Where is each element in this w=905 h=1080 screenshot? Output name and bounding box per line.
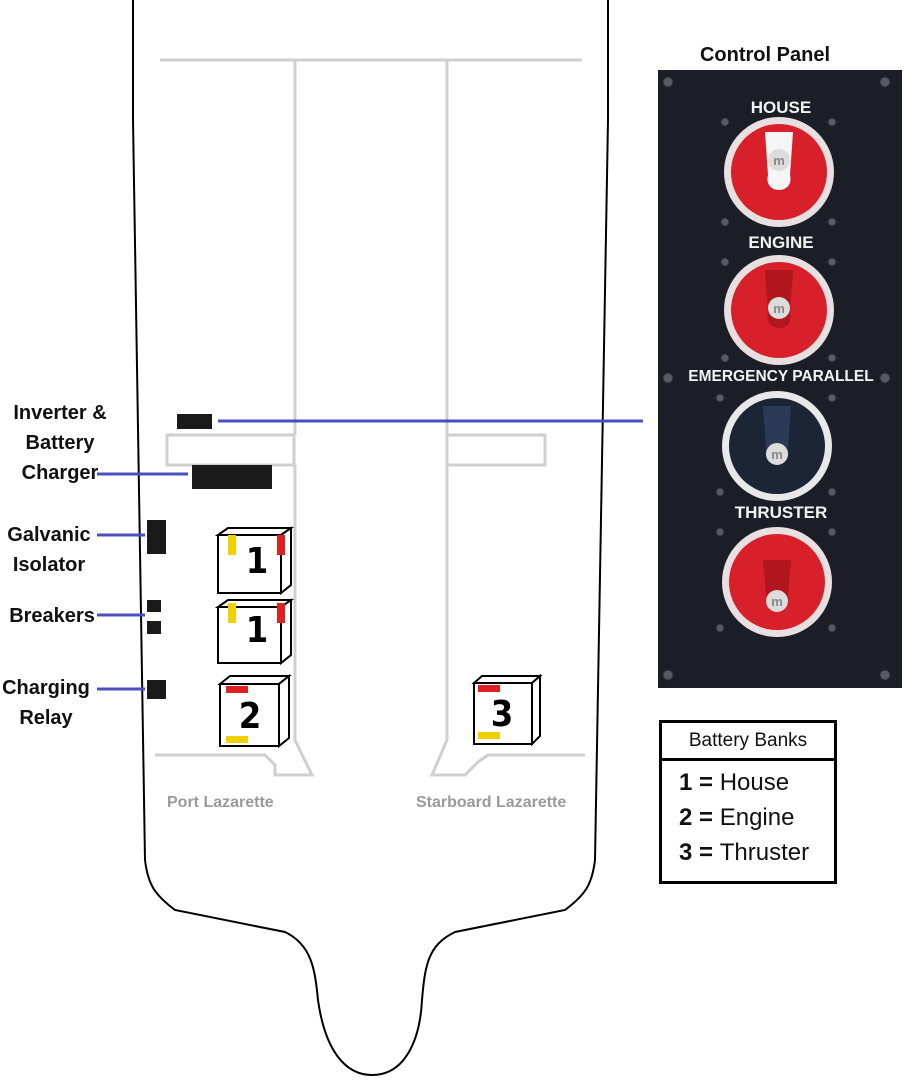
battery-number: 2: [239, 696, 262, 737]
connector-lines: [97, 419, 643, 691]
legend-row: 3 = Thruster: [679, 839, 810, 866]
starboard-lazarette-label: Starboard Lazarette: [416, 794, 567, 811]
battery-bank-3: 3: [471, 673, 543, 747]
switch-label-emergency-parallel: EMERGENCY PARALLEL: [688, 368, 874, 385]
breaker-block: [147, 600, 161, 612]
port-lazarette-label: Port Lazarette: [167, 794, 274, 811]
battery-number: 1: [246, 610, 269, 651]
battery-bank-1b: 1: [214, 598, 295, 666]
breaker-block: [147, 621, 161, 634]
inverter-charger-label: Inverter & Battery Charger: [13, 402, 107, 484]
hull-outline: [132, 0, 609, 1077]
engine-switch: m: [724, 255, 834, 365]
switch-label-thruster: THRUSTER: [734, 503, 828, 522]
charging-relay-label: Charging Relay: [2, 677, 90, 729]
battery-number: 1: [246, 541, 269, 582]
battery-bank-2: 2: [217, 673, 292, 749]
legend-row: 2 = Engine: [679, 804, 795, 831]
charging-relay-block: [147, 680, 166, 699]
legend-title: Battery Banks: [662, 723, 834, 761]
control-panel-title: Control Panel: [699, 44, 830, 66]
svg-text:m: m: [773, 153, 785, 168]
house-switch: m: [724, 117, 834, 227]
breakers-label: Breakers: [9, 605, 95, 627]
galvanic-isolator-block: [147, 520, 166, 554]
emergency-parallel-switch: m: [722, 391, 832, 501]
battery-charger-block: [192, 465, 272, 489]
battery-banks-legend: Battery Banks 1 = House 2 = Engine 3 = T…: [659, 720, 837, 884]
inverter-block: [177, 414, 212, 429]
legend-row: 1 = House: [679, 769, 790, 796]
svg-text:m: m: [771, 594, 783, 609]
svg-text:m: m: [771, 447, 783, 462]
hull-structure: [155, 58, 585, 777]
panel-screws: [662, 76, 891, 681]
battery-bank-1a: 1: [214, 526, 295, 596]
thruster-switch: m: [722, 527, 832, 637]
switch-label-engine: ENGINE: [748, 233, 814, 252]
svg-text:m: m: [773, 301, 785, 316]
battery-number: 3: [491, 694, 514, 735]
galvanic-isolator-label: Galvanic Isolator: [7, 524, 91, 576]
switch-label-house: HOUSE: [750, 98, 812, 117]
